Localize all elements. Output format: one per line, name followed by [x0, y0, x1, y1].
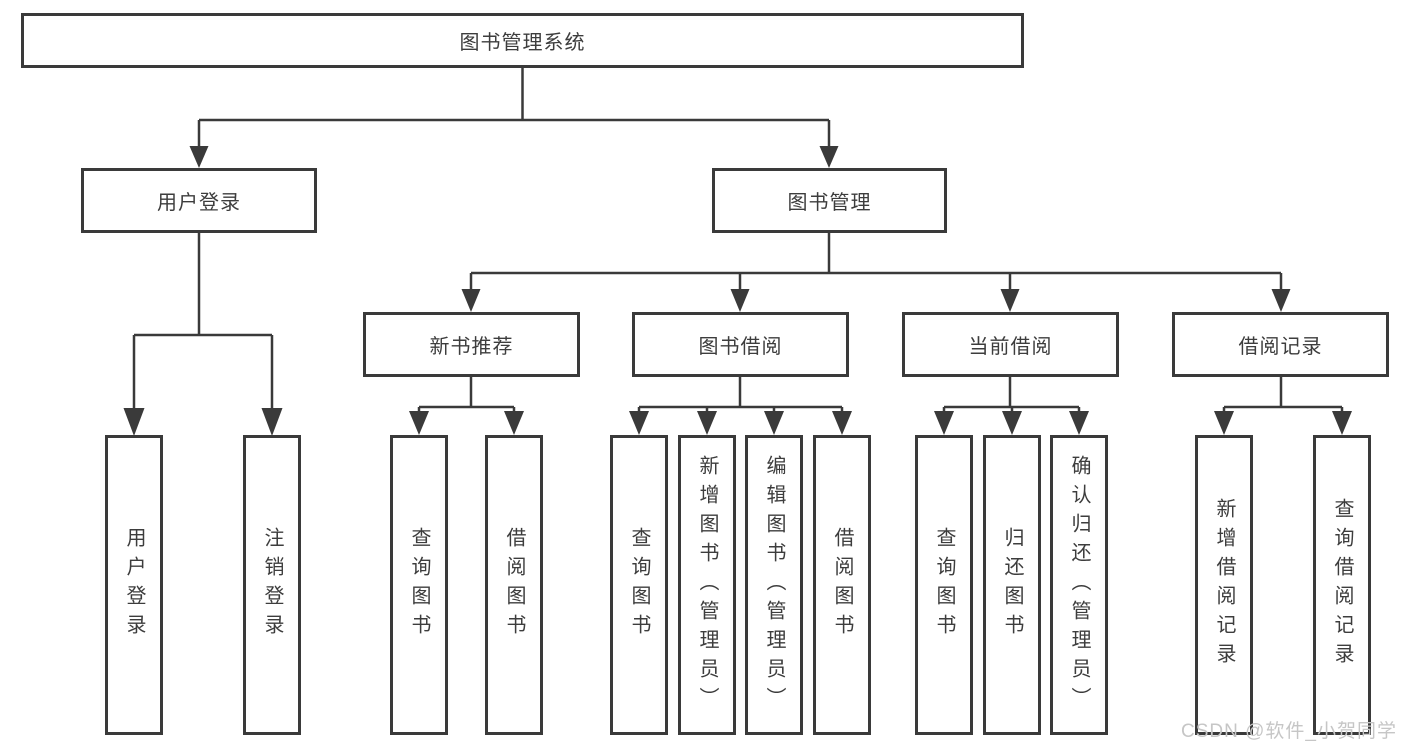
connector-root — [189, 68, 839, 168]
leaf-label: 确认归还（管理员） — [1068, 454, 1090, 716]
node-label: 图书借阅 — [698, 336, 783, 358]
connector-new-books — [409, 377, 524, 435]
leaf-query-borrow-record: 查询借阅记录 — [1313, 435, 1371, 735]
leaf-add-books-admin: 新增图书（管理员） — [678, 435, 736, 735]
arrow-down-icon — [764, 411, 784, 435]
leaf-label: 查询借阅记录 — [1331, 498, 1353, 672]
arrow-down-icon — [123, 408, 145, 436]
leaf-label: 查询图书 — [933, 527, 955, 643]
leaf-label: 编辑图书（管理员） — [763, 454, 785, 716]
arrow-down-icon — [409, 411, 429, 435]
arrow-down-icon — [504, 411, 524, 435]
node-label: 当前借阅 — [968, 336, 1053, 358]
leaf-edit-books-admin: 编辑图书（管理员） — [745, 435, 803, 735]
arrow-down-icon — [1000, 289, 1020, 312]
leaf-add-borrow-record: 新增借阅记录 — [1195, 435, 1253, 735]
leaf-user-login: 用户登录 — [105, 435, 163, 735]
arrow-down-icon — [1332, 411, 1352, 435]
arrow-down-icon — [819, 146, 839, 168]
node-label: 图书管理系统 — [459, 32, 586, 54]
csdn-watermark: CSDN @软件_小贺同学 — [1181, 721, 1397, 742]
arrow-down-icon — [461, 289, 481, 312]
leaf-label: 新增图书（管理员） — [696, 454, 718, 716]
node-library-management-system: 图书管理系统 — [21, 13, 1024, 68]
arrow-down-icon — [730, 289, 750, 312]
arrow-down-icon — [1271, 289, 1291, 312]
leaf-confirm-return-admin: 确认归还（管理员） — [1050, 435, 1108, 735]
connector-book-mgmt — [461, 233, 1291, 312]
leaf-label: 借阅图书 — [831, 527, 853, 643]
node-current-borrow: 当前借阅 — [902, 312, 1119, 377]
leaf-label: 查询图书 — [408, 527, 430, 643]
arrow-down-icon — [629, 411, 649, 435]
leaf-label: 新增借阅记录 — [1213, 498, 1235, 672]
leaf-label: 用户登录 — [123, 527, 145, 643]
arrow-down-icon — [934, 411, 954, 435]
leaf-label: 注销登录 — [261, 527, 283, 643]
node-new-book-recommend: 新书推荐 — [363, 312, 580, 377]
leaf-label: 查询图书 — [628, 527, 650, 643]
leaf-return-books: 归还图书 — [983, 435, 1041, 735]
leaf-query-books-3: 查询图书 — [915, 435, 973, 735]
leaf-borrow-books-1: 借阅图书 — [485, 435, 543, 735]
arrow-down-icon — [832, 411, 852, 435]
node-book-borrow: 图书借阅 — [632, 312, 849, 377]
arrow-down-icon — [1002, 411, 1022, 435]
node-user-login: 用户登录 — [81, 168, 317, 233]
leaf-label: 借阅图书 — [503, 527, 525, 643]
node-book-management: 图书管理 — [712, 168, 947, 233]
connector-book-borrow — [629, 377, 852, 435]
node-borrow-records: 借阅记录 — [1172, 312, 1389, 377]
arrow-down-icon — [697, 411, 717, 435]
leaf-logout: 注销登录 — [243, 435, 301, 735]
node-label: 借阅记录 — [1238, 336, 1323, 358]
leaf-borrow-books-2: 借阅图书 — [813, 435, 871, 735]
leaf-query-books-1: 查询图书 — [390, 435, 448, 735]
node-label: 新书推荐 — [429, 336, 514, 358]
node-label: 用户登录 — [157, 192, 241, 214]
leaf-label: 归还图书 — [1001, 527, 1023, 643]
connector-user-login — [123, 233, 283, 436]
node-label: 图书管理 — [787, 192, 872, 214]
leaf-query-books-2: 查询图书 — [610, 435, 668, 735]
arrow-down-icon — [189, 146, 209, 168]
arrow-down-icon — [1214, 411, 1234, 435]
connector-borrow-records — [1214, 377, 1352, 435]
arrow-down-icon — [261, 408, 283, 436]
arrow-down-icon — [1069, 411, 1089, 435]
connector-current-borrow — [934, 377, 1089, 435]
